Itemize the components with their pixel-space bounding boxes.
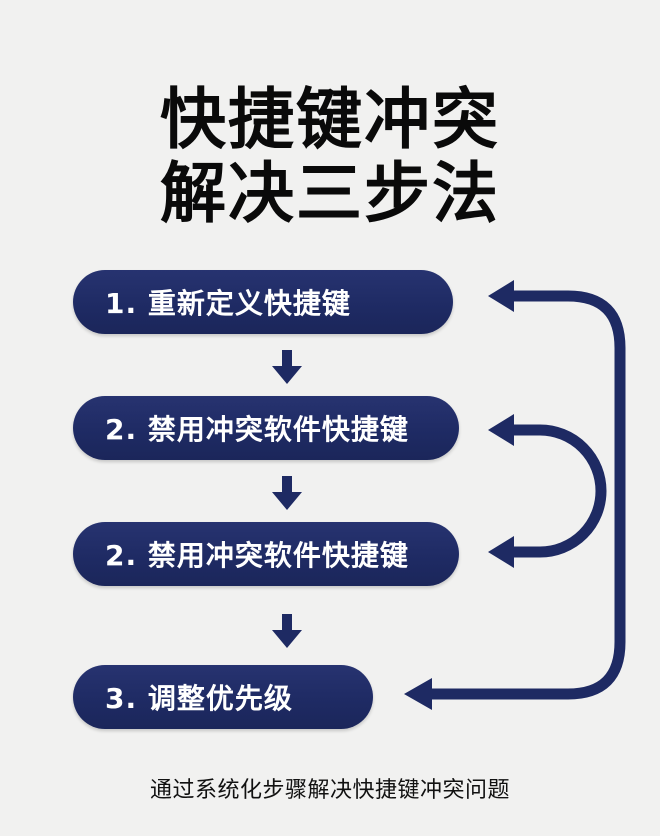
- left-arrowhead-icon: [488, 414, 514, 446]
- title-line-2: 解决三步法: [160, 155, 500, 232]
- step-1-label: 1. 重新定义快捷键: [105, 287, 351, 320]
- step-2-pill: 2. 禁用冲突软件快捷键: [73, 396, 459, 460]
- down-arrow-icon: [272, 476, 302, 510]
- step-2b-label: 2. 禁用冲突软件快捷键: [105, 539, 409, 572]
- down-arrow-icon: [272, 614, 302, 648]
- title-line-1: 快捷键冲突: [160, 81, 500, 158]
- down-arrow-icon: [272, 350, 302, 384]
- step-3-pill: 3. 调整优先级: [73, 665, 373, 729]
- inner-loop-path: [510, 424, 607, 558]
- left-arrowhead-icon: [488, 536, 514, 568]
- left-arrowhead-icon: [488, 280, 514, 312]
- step-2b-pill: 2. 禁用冲突软件快捷键: [73, 522, 459, 586]
- step-1-pill: 1. 重新定义快捷键: [73, 270, 453, 334]
- step-3-label: 3. 调整优先级: [105, 682, 293, 715]
- left-arrowhead-icon: [404, 678, 432, 710]
- footer-caption: 通过系统化步骤解决快捷键冲突问题: [149, 778, 510, 803]
- outer-loop-path: [430, 290, 626, 700]
- step-2-label: 2. 禁用冲突软件快捷键: [105, 413, 409, 446]
